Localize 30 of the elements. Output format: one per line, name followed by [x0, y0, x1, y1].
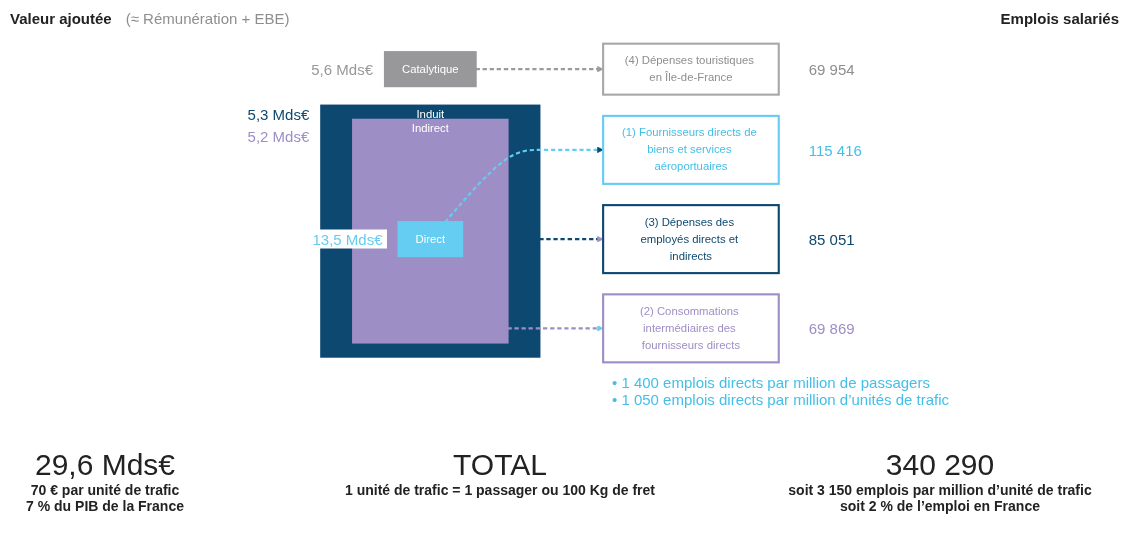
total-note: 1 unité de trafic = 1 passager ou 100 Kg de fret	[343, 482, 657, 498]
node-box: Catalytique	[383, 51, 477, 88]
total-note: soit 2 % de l’emploi en France	[839, 498, 1041, 514]
value-label: 5,3 Mds€	[247, 105, 310, 123]
node-box: Direct	[397, 221, 464, 258]
count-label: 69 954	[808, 60, 855, 78]
bullet-note: • 1 050 emplois directs par million d’unités de trafic	[612, 391, 950, 408]
total-note: soit 3 150 emplois par million d’unité de trafic	[787, 482, 1093, 498]
node-box: (2) Consommations intermédiaires des fournisseurs directs	[602, 293, 780, 364]
arrow	[539, 236, 604, 243]
heading-note: (≈ Rémunération + EBE)	[125, 10, 290, 27]
count-label: 69 869	[808, 319, 855, 337]
total-note: 7 % du PIB de la France	[25, 498, 185, 514]
total-value: 340 290	[884, 448, 996, 482]
count-label: 115 416	[808, 141, 862, 159]
arrow	[475, 66, 604, 73]
arrow	[444, 146, 604, 223]
axis-heading: Valeur ajoutée	[10, 10, 112, 27]
node-box: (4) Dépenses touristiques en Île-de-France	[602, 42, 780, 96]
node-box: (3) Dépenses des employés directs et indirects	[602, 204, 780, 275]
bullet-note: • 1 400 emplois directs par million de passagers	[612, 374, 931, 391]
arrow	[507, 325, 604, 332]
total-value: TOTAL	[452, 448, 548, 482]
value-label: 5,2 Mds€	[247, 127, 310, 145]
total-note: 70 € par unité de trafic	[29, 482, 181, 498]
axis-heading: Emplois salariés	[1000, 10, 1119, 27]
node-box: (1) Fournisseurs directs de biens et services aéroportuaires	[602, 114, 780, 185]
value-label: 5,6 Mds€	[311, 60, 373, 78]
total-value: 29,6 Mds€	[33, 448, 177, 482]
count-label: 85 051	[808, 230, 855, 248]
